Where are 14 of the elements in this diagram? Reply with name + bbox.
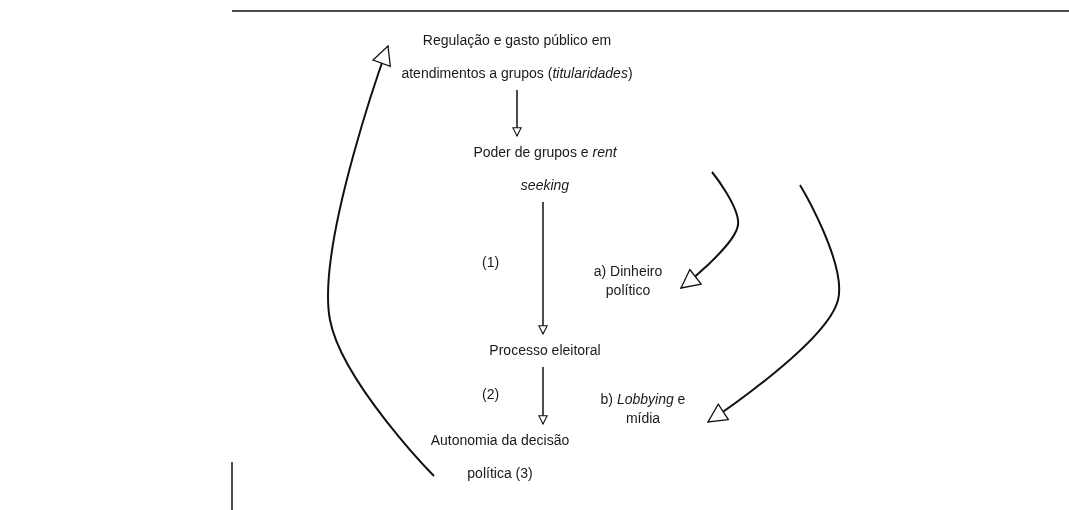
step-number: (1): [482, 254, 500, 270]
arrow: [538, 201, 548, 335]
node-text: b) Lobbying e mídia: [599, 390, 687, 428]
node-text: Autonomia da decisão política (3): [430, 431, 570, 483]
arrow: [538, 366, 548, 425]
node-text: Regulação e gasto público em atendimentos a grupos (titularidades): [400, 31, 634, 83]
arrow: [680, 171, 739, 289]
step-number: (2): [482, 386, 500, 402]
arrow: [707, 184, 841, 423]
node-text: Poder de grupos e rent seeking: [472, 143, 618, 195]
arrow: [327, 45, 435, 477]
arrow: [512, 89, 522, 137]
node-text: Processo eleitoral: [489, 341, 601, 360]
node-text: a) Dinheiro político: [592, 262, 664, 300]
